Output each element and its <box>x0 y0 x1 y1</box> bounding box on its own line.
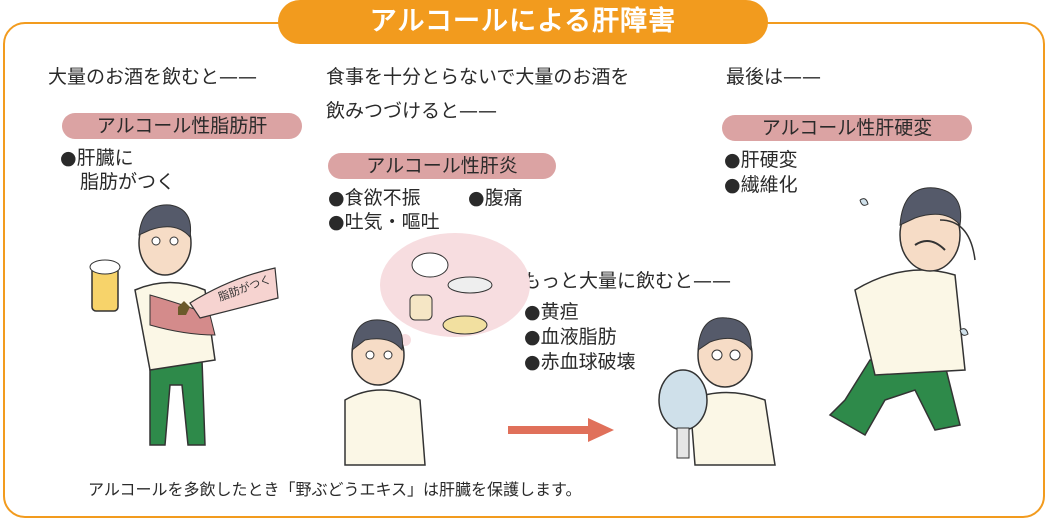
stage4-symptom: ●肝硬変 <box>724 149 798 171</box>
man-with-beer-illustration <box>89 204 216 446</box>
stage4-label: アルコール性肝硬変 <box>722 115 972 141</box>
stage3-symptom: ●赤血球破壊 <box>524 351 636 373</box>
stage1-symptom: ●肝臓に <box>60 147 134 169</box>
omelet-plate-icon <box>442 315 488 335</box>
stage2-symptom: ●吐気・嘔吐 <box>328 211 440 233</box>
stage2-label: アルコール性肝炎 <box>328 153 556 179</box>
stage4-symptom: ●繊維化 <box>724 174 798 196</box>
stage2-symptom: ●腹痛 <box>468 187 523 209</box>
stage3-symptom: ●黄疸 <box>524 301 579 323</box>
stage1-lead: 大量のお酒を飲むと—— <box>48 66 258 88</box>
progression-arrow-icon <box>508 418 614 442</box>
stage4-lead: 最後は—— <box>726 66 822 88</box>
rice-bowl-icon <box>411 252 449 278</box>
bread-icon <box>409 294 433 321</box>
stage3-symptom: ●血液脂肪 <box>524 326 617 348</box>
fat-arrow-illustration: 脂肪がつく <box>189 267 279 319</box>
fish-plate-icon <box>447 276 493 294</box>
stage1-label: アルコール性脂肪肝 <box>62 113 302 139</box>
man-thinking-food-illustration <box>344 233 530 466</box>
page-title: アルコールによる肝障害 <box>278 0 768 44</box>
stage2-lead-line1: 食事を十分とらないで大量のお酒を <box>326 66 630 88</box>
stage2-lead-line2: 飲みつづけると—— <box>326 100 498 122</box>
caption: アルコールを多飲したとき「野ぶどうエキス」は肝臓を保護します。 <box>88 480 582 499</box>
hand-mirror-icon <box>658 369 708 431</box>
stage1-symptom: 脂肪がつく <box>80 171 176 193</box>
man-with-mirror-illustration <box>658 317 776 466</box>
man-in-pain-illustration <box>828 187 976 437</box>
stage2-symptom: ●食欲不振 <box>328 187 421 209</box>
stage3-lead: もっと大量に飲むと—— <box>522 270 732 292</box>
